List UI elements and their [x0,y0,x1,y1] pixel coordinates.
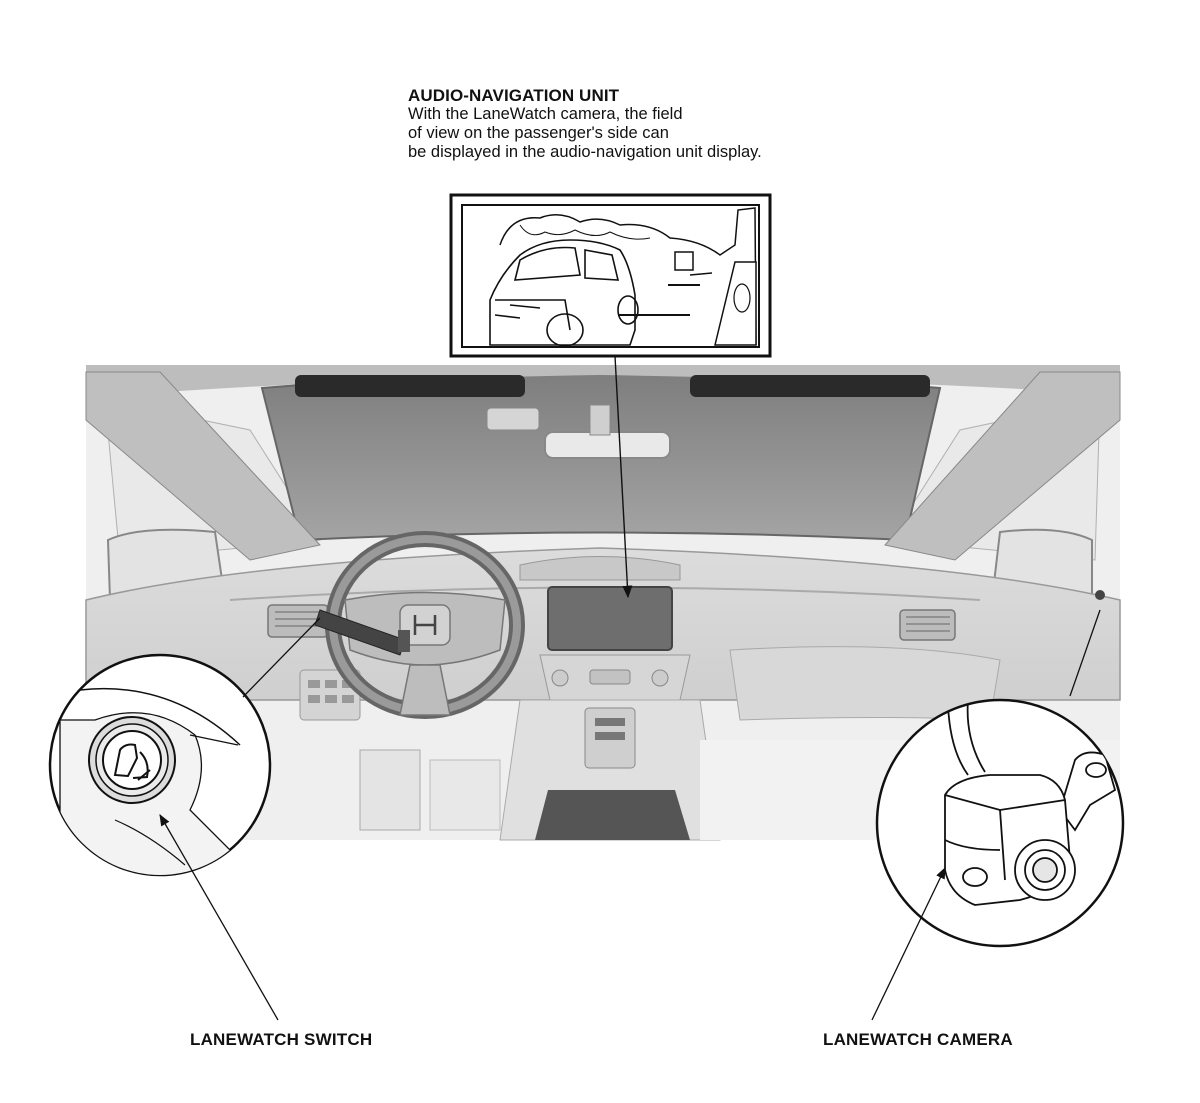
camera-callout-arrow [871,866,946,1021]
description-line: With the LaneWatch camera, the field [408,105,683,123]
turn-signal-stalk [314,609,406,656]
camera-leader-line [1069,609,1101,697]
lanewatch-switch-detail [48,653,272,877]
lanewatch-view-car [489,239,639,347]
audio-navigation-unit-label: AUDIO-NAVIGATION UNIT With the LaneWatch… [408,86,868,162]
switch-callout-arrow [159,813,279,1021]
lanewatch-switch-label: LANEWATCH SWITCH [190,1030,373,1049]
nav-display-inset [449,193,772,358]
audio-navigation-screen [547,586,673,651]
audio-navigation-unit-title: AUDIO-NAVIGATION UNIT [408,86,620,105]
description-line: of view on the passenger's side can [408,124,669,142]
rearview-mirror [544,431,671,459]
description-line: be displayed in the audio-navigation uni… [408,143,762,161]
nav-leader-line [614,355,633,599]
lanewatch-camera-label: LANEWATCH CAMERA [823,1030,1013,1049]
lanewatch-camera-detail [875,698,1125,948]
switch-leader-line [242,617,321,698]
lanewatch-switch-symbol [113,743,151,781]
